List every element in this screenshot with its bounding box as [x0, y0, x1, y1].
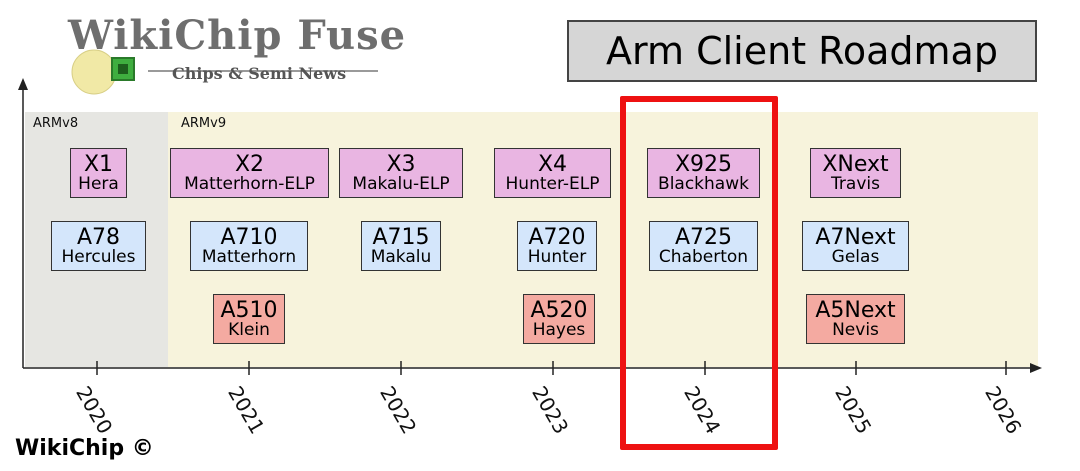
chip-name: X925 — [674, 151, 733, 177]
chip-x3: X3 Makalu-ELP — [339, 148, 463, 198]
chip-codename: Hercules — [61, 246, 136, 267]
logo-wordmark: WikiChip Fuse — [68, 12, 407, 59]
footer-credit: WikiChip © — [15, 436, 154, 461]
logo: WikiChip Fuse Chips & Semi News — [68, 12, 408, 95]
chip-a725: A725 Chaberton — [649, 221, 758, 271]
chip-a715: A715 Makalu — [361, 221, 441, 271]
chip-name: A520 — [530, 297, 588, 323]
chip-codename: Klein — [228, 319, 270, 340]
era-label-armv8: ARMv8 — [33, 116, 79, 131]
chip-codename: Makalu-ELP — [352, 173, 450, 194]
chip-name: XNext — [822, 151, 889, 177]
chip-globe-icon — [71, 49, 135, 95]
chip-name: A510 — [220, 297, 278, 323]
chip-codename: Chaberton — [658, 246, 749, 267]
chip-x4: X4 Hunter-ELP — [494, 148, 611, 198]
chip-codename: Gelas — [831, 246, 880, 267]
chip-codename: Matterhorn — [201, 246, 297, 267]
chip-name: A710 — [220, 224, 278, 250]
chip-a710: A710 Matterhorn — [190, 221, 308, 271]
chip-a7next: A7Next Gelas — [802, 221, 909, 271]
chip-a520: A520 Hayes — [523, 294, 595, 344]
chip-codename: Hunter — [527, 246, 587, 267]
chip-codename: Hayes — [532, 319, 586, 340]
chip-codename: Matterhorn-ELP — [184, 173, 315, 194]
chip-codename: Hunter-ELP — [505, 173, 600, 194]
chip-xnext: XNext Travis — [810, 148, 901, 198]
logo-rule — [148, 70, 378, 72]
chip-name: A725 — [674, 224, 733, 250]
chip-a78: A78 Hercules — [51, 221, 146, 271]
chip-x925: X925 Blackhawk — [647, 148, 760, 198]
chip-name: X1 — [83, 151, 114, 177]
chip-name: A5Next — [815, 297, 896, 323]
era-label-armv9: ARMv9 — [181, 116, 227, 131]
chip-a5next: A5Next Nevis — [806, 294, 905, 344]
chip-name: X4 — [537, 151, 568, 177]
y-axis-arrow — [18, 78, 28, 90]
chip-x1: X1 Hera — [70, 148, 127, 198]
year-ticks — [96, 361, 1007, 375]
chip-x2: X2 Matterhorn-ELP — [170, 148, 329, 198]
logo-tagline: Chips & Semi News — [172, 64, 347, 83]
chip-a510: A510 Klein — [213, 294, 285, 344]
chip-codename: Hera — [78, 173, 119, 194]
chip-a720: A720 Hunter — [517, 221, 597, 271]
chip-codename: Travis — [831, 173, 880, 194]
chip-name: X2 — [234, 151, 265, 177]
chip-name: A78 — [76, 224, 121, 250]
chip-codename: Makalu — [370, 246, 432, 267]
chip-name: A7Next — [815, 224, 896, 250]
chip-codename: Blackhawk — [658, 173, 749, 194]
chip-name: A715 — [372, 224, 430, 250]
chip-name: X3 — [386, 151, 416, 177]
chip-name: A720 — [528, 224, 586, 250]
page-title: Arm Client Roadmap — [567, 20, 1037, 82]
highlight-2024-box — [620, 96, 778, 450]
x-axis-arrow — [1030, 363, 1042, 373]
chip-codename: Nevis — [832, 319, 879, 340]
